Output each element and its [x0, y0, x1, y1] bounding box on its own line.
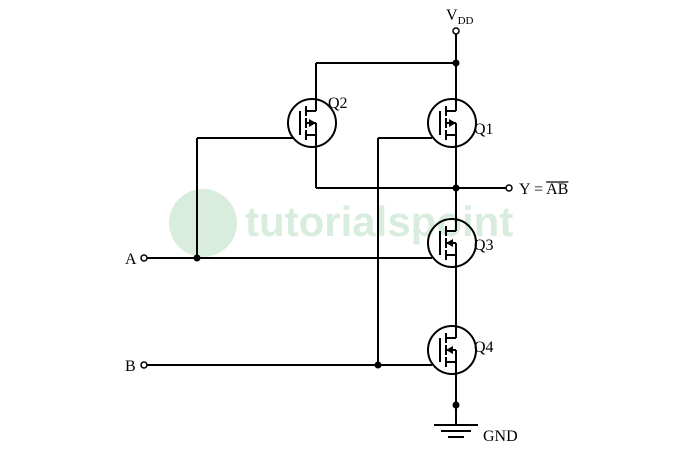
ground-label: GND	[483, 428, 518, 445]
q3-label: Q3	[474, 237, 494, 254]
q1-label: Q1	[474, 121, 494, 138]
transistor-body-circle	[427, 325, 477, 375]
body-arrow	[449, 119, 456, 127]
transistor-body-circle	[287, 98, 337, 148]
input-a-terminal	[140, 254, 148, 262]
transistor-body-circle	[427, 218, 477, 268]
vdd-terminal	[452, 27, 460, 35]
input-a-label: A	[125, 251, 137, 268]
watermark-text: tutorialspoint	[245, 198, 513, 245]
output-label-overbar: AB	[546, 181, 568, 198]
q1-transistor	[427, 93, 477, 153]
body-arrow	[446, 239, 453, 247]
watermark-logo	[169, 189, 237, 257]
q4-label: Q4	[474, 339, 494, 356]
vdd-label: VDD	[446, 7, 474, 27]
output-label-prefix: Y =	[519, 181, 546, 198]
junctions	[193, 59, 460, 409]
junction-dot	[452, 401, 460, 409]
q4-transistor	[427, 320, 477, 380]
input-b-label: B	[125, 358, 136, 375]
junction-dot	[452, 59, 460, 67]
q3-transistor	[427, 213, 477, 273]
terminals	[140, 27, 513, 369]
output-label: Y = AB	[519, 181, 568, 198]
q2-transistor	[287, 93, 337, 153]
output-terminal	[505, 184, 513, 192]
body-arrow	[446, 346, 453, 354]
watermark: tutorialspoint	[169, 189, 513, 257]
junction-dot	[452, 184, 460, 192]
junction-dot	[374, 361, 382, 369]
ground-icon	[434, 424, 478, 438]
body-arrow	[309, 119, 316, 127]
input-b-terminal	[140, 361, 148, 369]
transistor-body-circle	[427, 98, 477, 148]
q2-label: Q2	[328, 95, 348, 112]
junction-dot	[193, 254, 201, 262]
